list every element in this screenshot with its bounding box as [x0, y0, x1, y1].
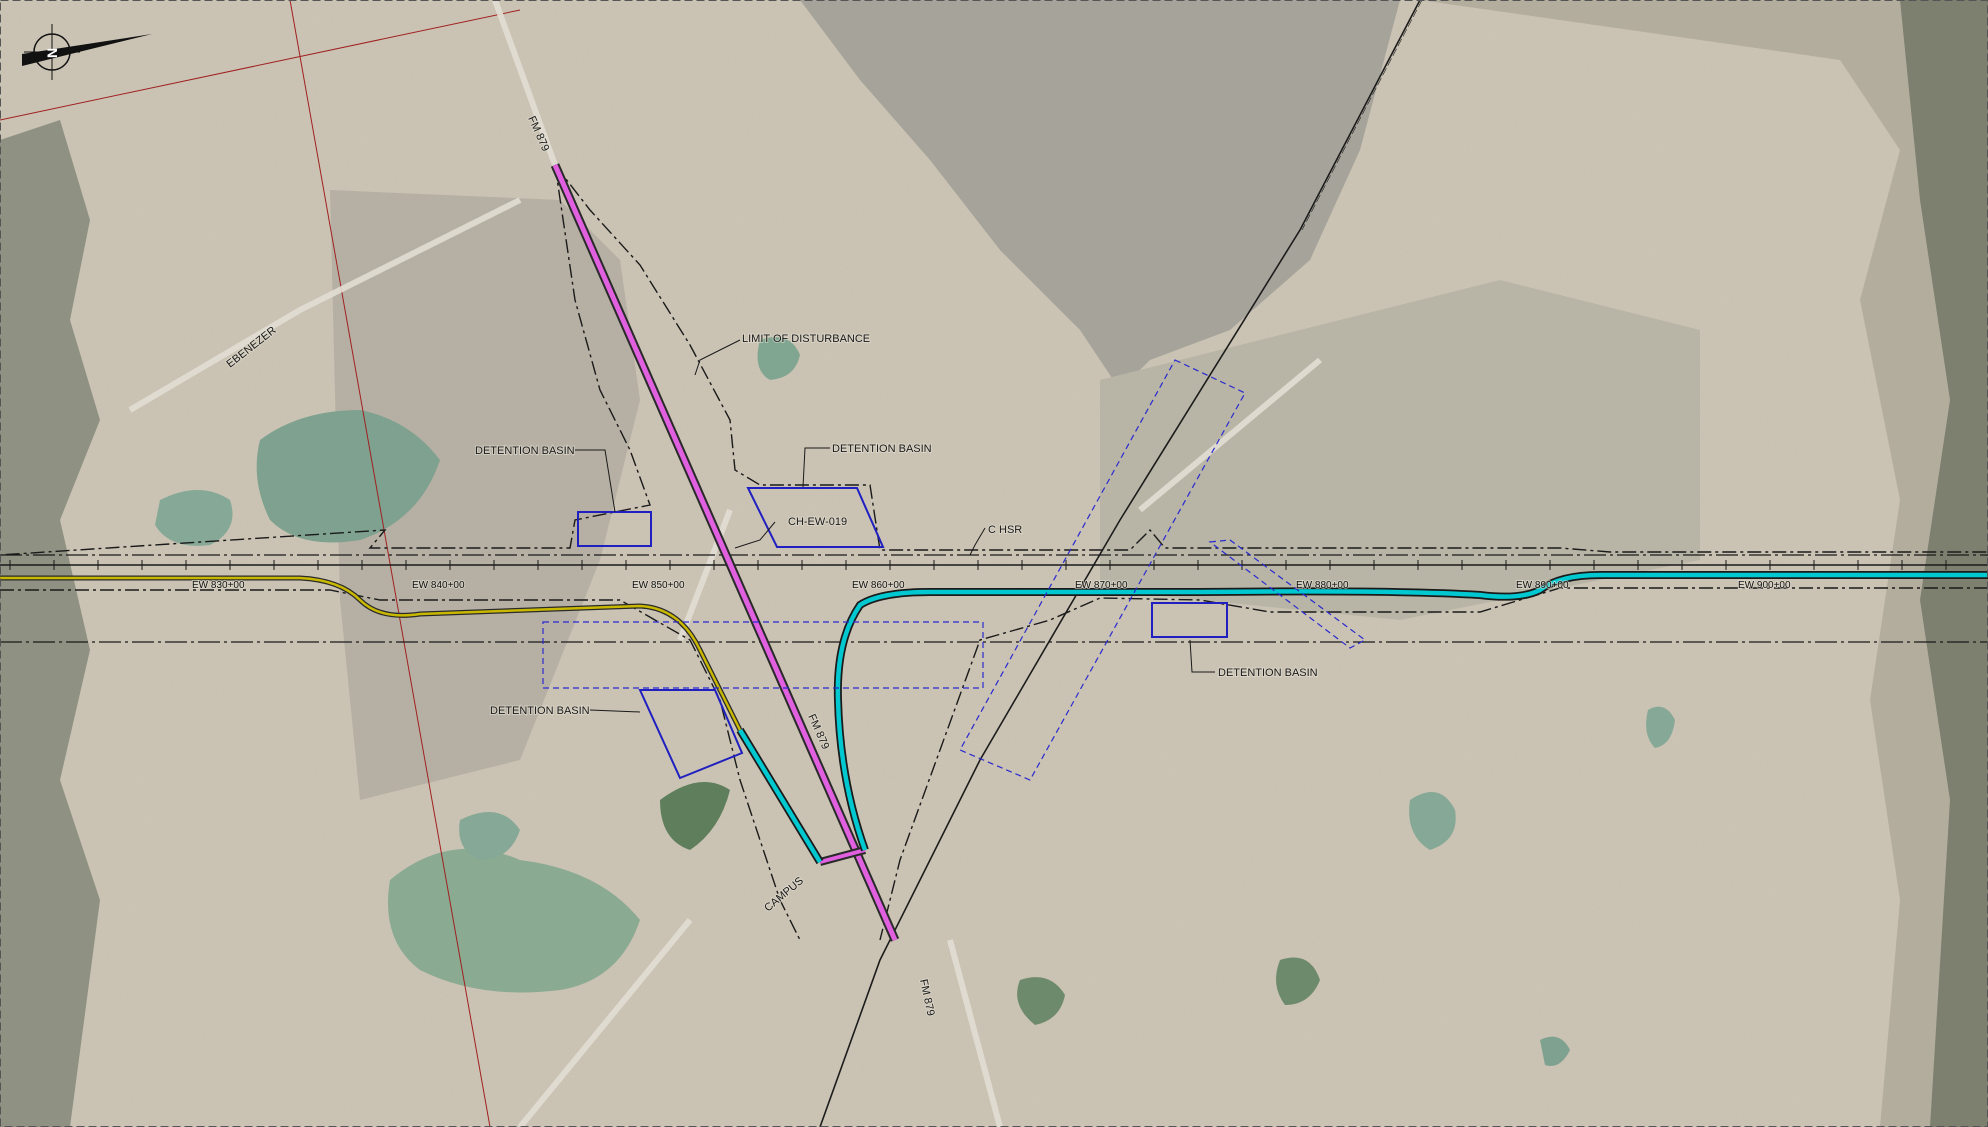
leader-lines: [575, 339, 1215, 713]
label-ch-ew: CH-EW-019: [788, 516, 847, 528]
pond: [757, 337, 800, 380]
label-detention-basin-2: DETENTION BASIN: [832, 443, 932, 455]
rail-line: [819, 0, 1421, 1127]
field-light: [1100, 280, 1700, 620]
hsr-alignment: [736, 571, 1988, 865]
pond: [1017, 977, 1065, 1025]
station-label: EW 840+00: [412, 580, 465, 591]
rail-line-edge: [1301, 0, 1423, 231]
detention-basin-2: [746, 487, 885, 548]
station-labels: EW 830+00 EW 840+00 EW 850+00 EW 860+00 …: [191, 579, 1792, 592]
existing-alignment: [0, 576, 742, 731]
field-gray: [800, 0, 1400, 390]
pond: [388, 848, 640, 993]
plowed-field: [330, 190, 640, 800]
pond: [459, 812, 520, 860]
station-label: EW 860+00: [852, 580, 905, 591]
local-roads: [128, 0, 1322, 1127]
label-detention-basin-3: DETENTION BASIN: [1218, 667, 1318, 679]
station-label: EW 890+00: [1516, 580, 1569, 591]
pond: [256, 410, 440, 543]
pond: [155, 490, 233, 546]
label-detention-basin-4: DETENTION BASIN: [490, 705, 590, 717]
pond: [1409, 792, 1456, 850]
station-ticks: [9, 560, 1947, 570]
fm879-road: [552, 163, 898, 942]
station-label: EW 880+00: [1296, 580, 1349, 591]
label-detention-basin-1: DETENTION BASIN: [475, 445, 575, 457]
pond: [1540, 1036, 1570, 1066]
label-c-hsr: C HSR: [988, 524, 1022, 536]
tree-belt-left: [0, 120, 100, 1127]
red-grid-lines: [0, 0, 521, 1127]
pond: [1646, 706, 1675, 748]
detention-basin-4: [638, 689, 744, 780]
tree-cluster: [660, 782, 730, 850]
station-label: EW 850+00: [632, 580, 685, 591]
campus-connector: [819, 848, 866, 864]
proposed-area-outlines: [542, 359, 1367, 781]
north-arrow-letter: N: [44, 48, 60, 58]
north-arrow-icon: N: [22, 24, 152, 80]
pond: [1276, 957, 1320, 1005]
hsr-corridor-lines: [0, 554, 1988, 643]
station-label: EW 870+00: [1075, 580, 1128, 591]
detention-basin-3: [1151, 602, 1228, 638]
tree-line-right: [1900, 0, 1988, 1127]
label-limit-of-disturbance: LIMIT OF DISTURBANCE: [742, 333, 870, 345]
station-label: EW 830+00: [192, 580, 245, 591]
station-label: EW 900+00: [1738, 580, 1791, 591]
